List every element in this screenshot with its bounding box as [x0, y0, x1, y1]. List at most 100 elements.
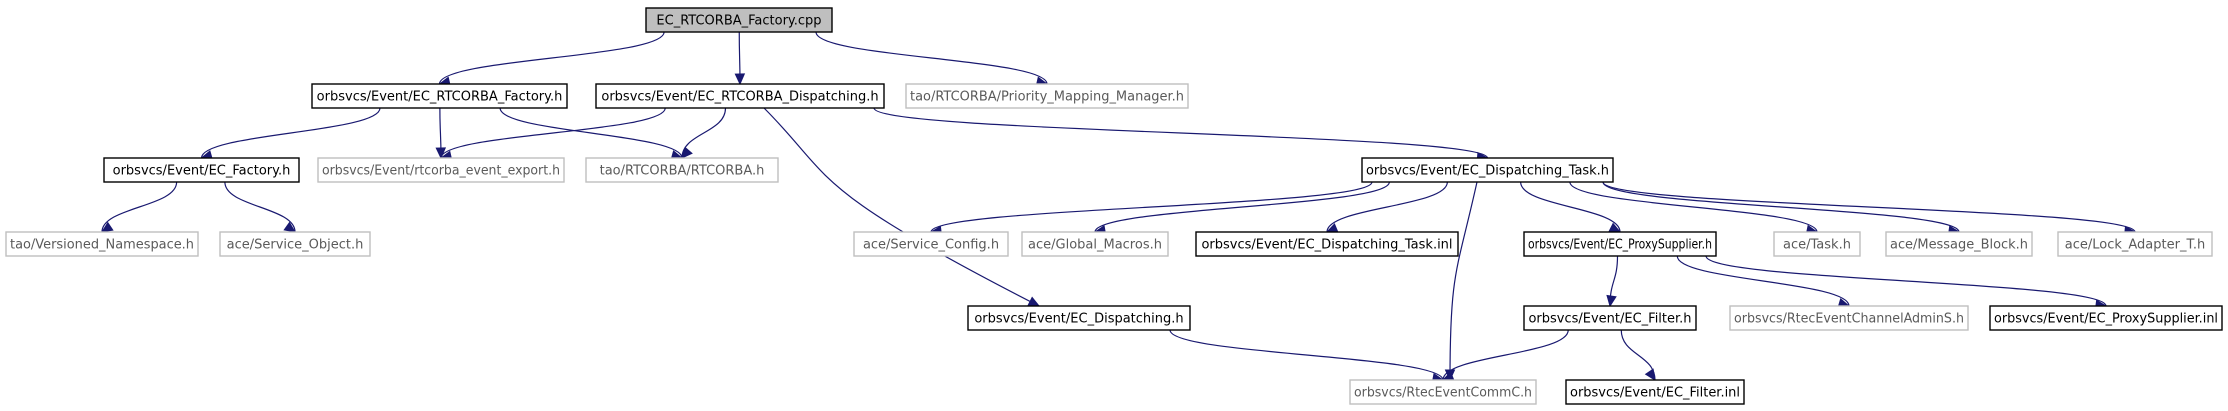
- edge-task_h-to-rtec_comm_h: [1444, 181, 1478, 382]
- node-ec_filter_h[interactable]: orbsvcs/Event/EC_Filter.h: [1523, 305, 1697, 331]
- node-label: tao/Versioned_Namespace.h: [10, 238, 194, 253]
- edge-task_h-to-service_config_h: [929, 181, 1373, 237]
- node-box: [1361, 157, 1614, 183]
- node-label: orbsvcs/Event/EC_Dispatching_Task.h: [1366, 164, 1609, 179]
- node-proxy_supplier_h[interactable]: orbsvcs/Event/EC_ProxySupplier.h: [1523, 231, 1717, 257]
- node-message_block_h: ace/Message_Block.h: [1885, 231, 2033, 257]
- node-label: orbsvcs/Event/EC_Dispatching_Task.inl: [1201, 238, 1452, 253]
- node-box: [1021, 231, 1169, 257]
- edge-factory_h-to-ec_factory_h: [200, 107, 381, 161]
- edge-line: [499, 107, 683, 159]
- edge-line: [438, 31, 665, 85]
- node-label: orbsvcs/Event/EC_ProxySupplier.inl: [1994, 312, 2218, 327]
- edge-factory_h-to-rtcorba_h: [499, 107, 684, 161]
- node-label: tao/RTCORBA/RTCORBA.h: [600, 164, 765, 179]
- node-label: orbsvcs/RtecEventCommC.h: [1354, 386, 1532, 401]
- node-service_object_h: ace/Service_Object.h: [219, 231, 371, 257]
- node-box: [1195, 231, 1459, 257]
- node-ec_factory_h[interactable]: orbsvcs/Event/EC_Factory.h: [103, 157, 300, 183]
- node-label: orbsvcs/Event/EC_Filter.inl: [1570, 386, 1740, 401]
- edge-ec_filter_h-to-ec_filter_inl: [1620, 329, 1656, 382]
- node-label: EC_RTCORBA_Factory.cpp: [656, 14, 821, 29]
- edge-line: [763, 107, 1040, 307]
- edge-line: [1602, 181, 2136, 233]
- node-box: [311, 83, 568, 109]
- edge-proxy_supplier_h-to-rtec_admin_h: [1676, 255, 1851, 309]
- edge-line: [1326, 181, 1448, 233]
- edge-line: [1676, 255, 1850, 307]
- node-dispatching_rt_h[interactable]: orbsvcs/Event/EC_RTCORBA_Dispatching.h: [595, 83, 885, 109]
- node-service_config_h: ace/Service_Config.h: [853, 231, 1009, 257]
- node-box: [317, 157, 565, 183]
- node-label: orbsvcs/Event/rtcorba_event_export.h: [322, 164, 560, 179]
- node-box: [103, 157, 300, 183]
- node-label: ace/Lock_Adapter_T.h: [2065, 238, 2205, 253]
- edge-proxy_supplier_h-to-proxy_supplier_inl: [1705, 255, 2108, 310]
- graph-nodes: EC_RTCORBA_Factory.cpp orbsvcs/Event/EC_R…: [5, 7, 2223, 405]
- edge-arrowhead: [681, 146, 693, 159]
- edge-arrowhead: [734, 73, 746, 86]
- node-proxy_supplier_inl[interactable]: orbsvcs/Event/EC_ProxySupplier.inl: [1989, 305, 2223, 331]
- edge-line: [1449, 181, 1478, 381]
- edge-proxy_supplier_h-to-ec_filter_h: [1606, 255, 1619, 308]
- node-box: [853, 231, 1009, 257]
- edge-line: [930, 181, 1373, 233]
- edge-root-to-priority_h: [815, 31, 1049, 87]
- node-box: [1885, 231, 2033, 257]
- edge-line: [1602, 181, 1960, 233]
- node-box: [905, 83, 1189, 109]
- edge-task_h-to-task_inl: [1325, 181, 1448, 233]
- edge-line: [815, 31, 1048, 85]
- node-rtcorba_h: tao/RTCORBA/RTCORBA.h: [585, 157, 779, 183]
- node-box: [1523, 305, 1697, 331]
- edge-task_h-to-ace_task_h: [1569, 181, 1819, 236]
- node-box: [1565, 379, 1745, 405]
- node-label: orbsvcs/Event/EC_Filter.h: [1528, 312, 1691, 327]
- node-task_h[interactable]: orbsvcs/Event/EC_Dispatching_Task.h: [1361, 157, 1614, 183]
- node-label: orbsvcs/Event/EC_ProxySupplier.h: [1528, 238, 1712, 253]
- node-rtcorba_export_h: orbsvcs/Event/rtcorba_event_export.h: [317, 157, 565, 183]
- node-box: [219, 231, 371, 257]
- node-box: [2057, 231, 2213, 257]
- node-box: [595, 83, 885, 109]
- node-root[interactable]: EC_RTCORBA_Factory.cpp: [645, 7, 833, 33]
- edge-ec_factory_h-to-service_object_h: [224, 181, 296, 233]
- node-label: orbsvcs/Event/EC_Factory.h: [113, 164, 291, 179]
- node-label: ace/Service_Config.h: [863, 238, 999, 253]
- edge-ec_filter_h-to-rtec_comm_h: [1441, 329, 1569, 382]
- edge-line: [1442, 329, 1569, 381]
- node-versioned_h: tao/Versioned_Namespace.h: [5, 231, 199, 257]
- edge-root-to-dispatching_rt_h: [734, 31, 746, 86]
- node-label: orbsvcs/RtecEventChannelAdminS.h: [1734, 312, 1964, 327]
- node-global_macros_h: ace/Global_Macros.h: [1021, 231, 1169, 257]
- node-box: [585, 157, 779, 183]
- edge-task_h-to-lock_adapter_h: [1602, 181, 2137, 237]
- node-factory_h[interactable]: orbsvcs/Event/EC_RTCORBA_Factory.h: [311, 83, 568, 109]
- edge-arrowhead: [100, 221, 114, 233]
- edge-line: [1169, 329, 1444, 381]
- edge-ec_factory_h-to-versioned_h: [100, 181, 178, 233]
- edge-dispatching_rt_h-to-ec_dispatching_h: [763, 107, 1041, 307]
- edge-ec_dispatching_h-to-rtec_comm_h: [1169, 329, 1445, 384]
- edge-arrowhead: [435, 147, 447, 160]
- node-label: ace/Task.h: [1783, 238, 1851, 253]
- node-ec_dispatching_h[interactable]: orbsvcs/Event/EC_Dispatching.h: [967, 305, 1191, 331]
- edge-line: [1520, 181, 1621, 233]
- edge-line: [101, 181, 178, 233]
- node-label: ace/Service_Object.h: [227, 238, 364, 253]
- node-label: orbsvcs/Event/EC_RTCORBA_Factory.h: [317, 90, 563, 105]
- node-box: [5, 231, 199, 257]
- edge-line: [1569, 181, 1818, 233]
- edge-arrowhead: [1027, 296, 1041, 307]
- node-label: ace/Message_Block.h: [1890, 238, 2028, 253]
- node-box: [967, 305, 1191, 331]
- edge-dispatching_rt_h-to-task_h: [873, 107, 1489, 163]
- edge-line: [1094, 181, 1390, 233]
- node-lock_adapter_h: ace/Lock_Adapter_T.h: [2057, 231, 2213, 257]
- node-ec_filter_inl[interactable]: orbsvcs/Event/EC_Filter.inl: [1565, 379, 1745, 405]
- node-task_inl[interactable]: orbsvcs/Event/EC_Dispatching_Task.inl: [1195, 231, 1459, 257]
- edge-line: [224, 181, 296, 233]
- edge-factory_h-to-rtcorba_export_h: [435, 107, 447, 160]
- edge-arrowhead: [1606, 294, 1617, 308]
